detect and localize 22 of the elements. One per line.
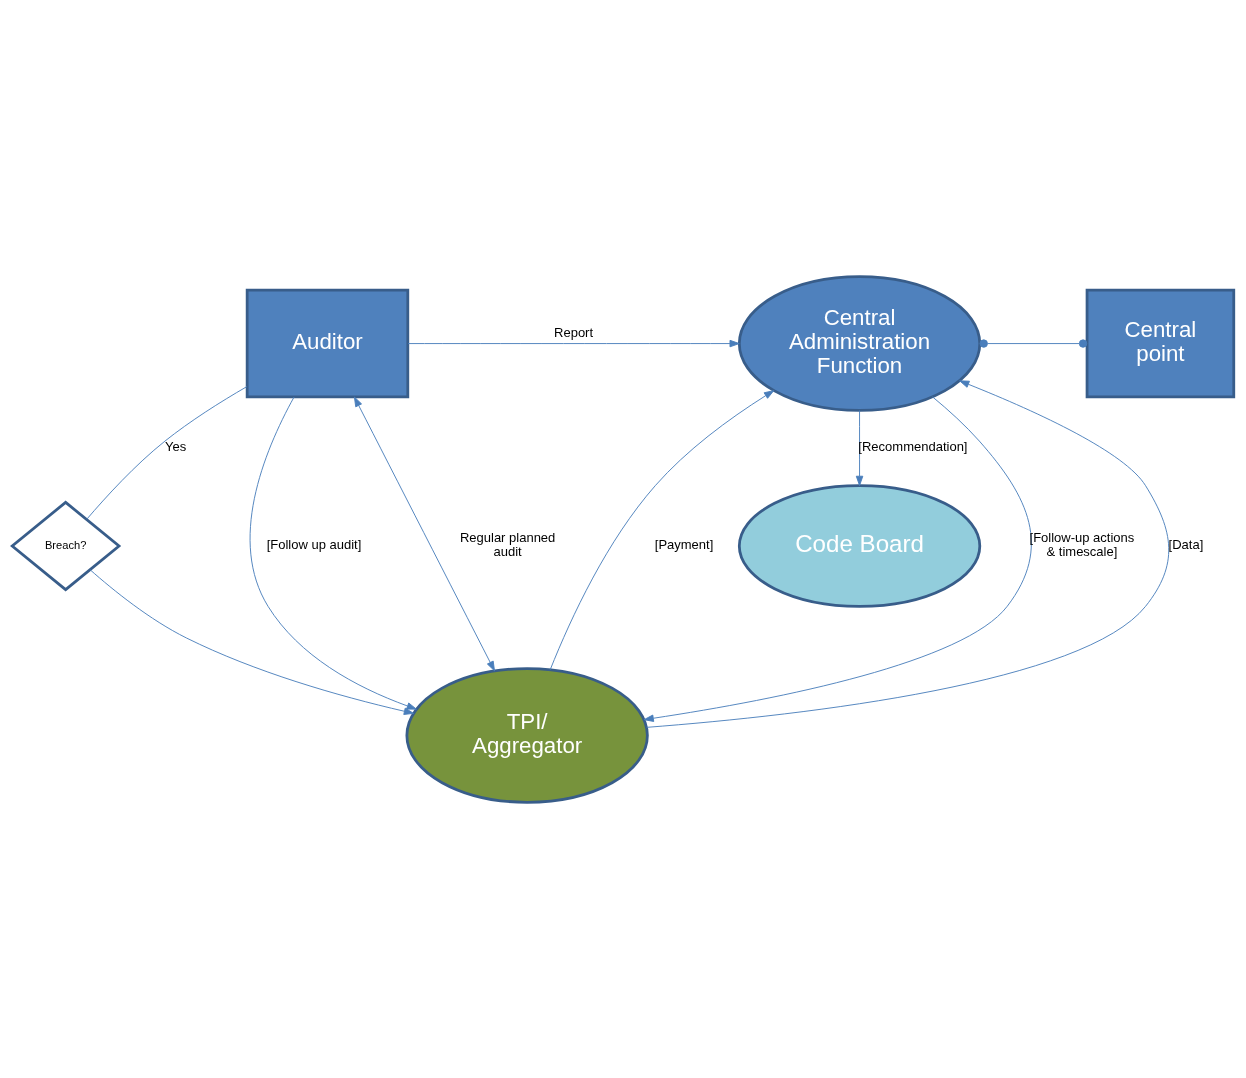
arrow bbox=[89, 568, 414, 715]
edge-label: Report bbox=[554, 324, 594, 340]
node-box: Central point bbox=[1085, 288, 1236, 398]
edge-label: [Follow up audit] bbox=[266, 536, 362, 552]
node-box: Auditor bbox=[245, 288, 410, 398]
connector bbox=[86, 385, 248, 520]
edge-label: Yes bbox=[165, 438, 187, 454]
edge-label: [Data] bbox=[1168, 536, 1204, 552]
connector bbox=[979, 338, 1088, 348]
edge-label: [Recommendation] bbox=[858, 438, 968, 454]
arrow bbox=[643, 395, 1032, 722]
node-ellipse: Central Administration Function bbox=[737, 274, 982, 412]
arrow bbox=[407, 339, 740, 347]
arrow bbox=[249, 396, 417, 710]
node-ellipse: Code Board bbox=[737, 483, 982, 608]
arrow bbox=[353, 396, 495, 671]
node-diamond: Breach? bbox=[10, 500, 122, 591]
edge-label: [Payment] bbox=[654, 536, 714, 552]
arrow bbox=[549, 389, 775, 670]
edge-label: [Follow-up actions & timescale] bbox=[1029, 529, 1135, 559]
arrow bbox=[646, 379, 1170, 728]
edge-label: Regular planned audit bbox=[459, 529, 556, 559]
